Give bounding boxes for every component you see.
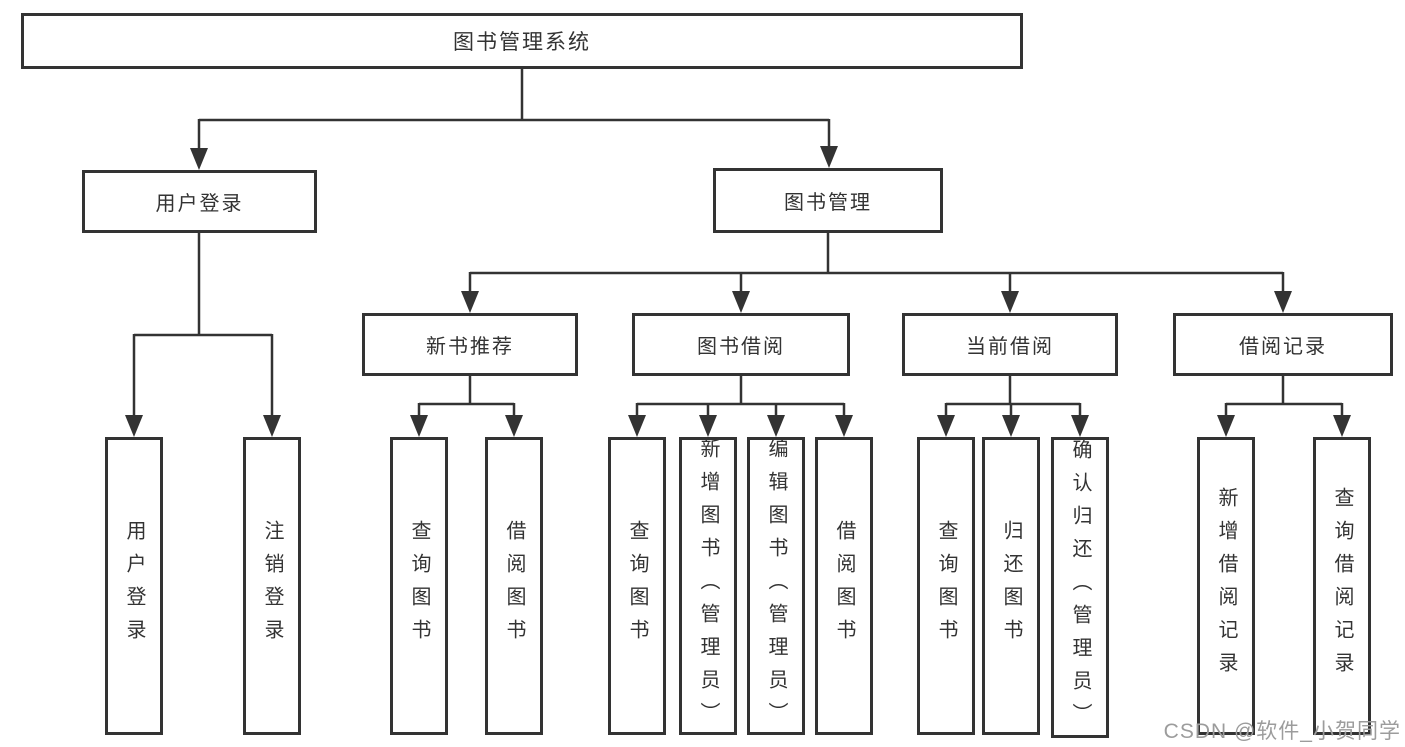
leaf-logout: 注销登录: [243, 437, 301, 735]
leaf-edit-book-admin: 编辑图书（管理员）: [747, 437, 805, 735]
leaf-label: 编辑图书（管理员）: [765, 437, 787, 735]
leaf-add-borrow-record: 新增借阅记录: [1197, 437, 1255, 735]
leaf-label: 查询图书: [935, 520, 957, 652]
connector-borrow-record-to-leaves: [1217, 376, 1351, 437]
leaf-return-book: 归还图书: [982, 437, 1040, 735]
node-library-management-system: 图书管理系统: [21, 13, 1023, 69]
leaf-label: 查询图书: [408, 520, 430, 652]
node-borrow-records: 借阅记录: [1173, 313, 1393, 376]
connector-user-login-to-leaves: [125, 233, 281, 437]
leaf-label: 新增借阅记录: [1215, 487, 1237, 685]
connector-book-borrow-to-leaves: [628, 376, 853, 437]
node-book-management: 图书管理: [713, 168, 943, 233]
leaf-borrow-books-recommend: 借阅图书: [485, 437, 543, 735]
csdn-watermark: CSDN @软件_小贺同学: [1163, 720, 1401, 743]
leaf-query-borrow-record: 查询借阅记录: [1313, 437, 1371, 735]
leaf-label: 借阅图书: [833, 520, 855, 652]
leaf-label: 用户登录: [123, 520, 145, 652]
leaf-label: 新增图书（管理员）: [697, 437, 719, 735]
node-user-login: 用户登录: [82, 170, 317, 233]
leaf-query-books-borrow: 查询图书: [608, 437, 666, 735]
leaf-label: 注销登录: [261, 520, 283, 652]
leaf-label: 借阅图书: [503, 520, 525, 652]
connector-book-mgmt-to-level3: [461, 233, 1292, 313]
leaf-add-book-admin: 新增图书（管理员）: [679, 437, 737, 735]
leaf-label: 查询图书: [626, 520, 648, 652]
leaf-query-books-current: 查询图书: [917, 437, 975, 735]
leaf-label: 确认归还（管理员）: [1069, 439, 1091, 736]
node-book-borrowing: 图书借阅: [632, 313, 850, 376]
leaf-label: 查询借阅记录: [1331, 487, 1353, 685]
leaf-label: 归还图书: [1000, 520, 1022, 652]
leaf-confirm-return-admin: 确认归还（管理员）: [1051, 437, 1109, 738]
leaf-borrow-books: 借阅图书: [815, 437, 873, 735]
connector-root-to-level2: [190, 69, 838, 170]
connector-new-book-to-leaves: [410, 376, 523, 437]
node-new-book-recommend: 新书推荐: [362, 313, 578, 376]
node-current-borrowing: 当前借阅: [902, 313, 1118, 376]
connector-current-borrow-to-leaves: [937, 376, 1089, 437]
leaf-query-books-recommend: 查询图书: [390, 437, 448, 735]
leaf-user-login: 用户登录: [105, 437, 163, 735]
